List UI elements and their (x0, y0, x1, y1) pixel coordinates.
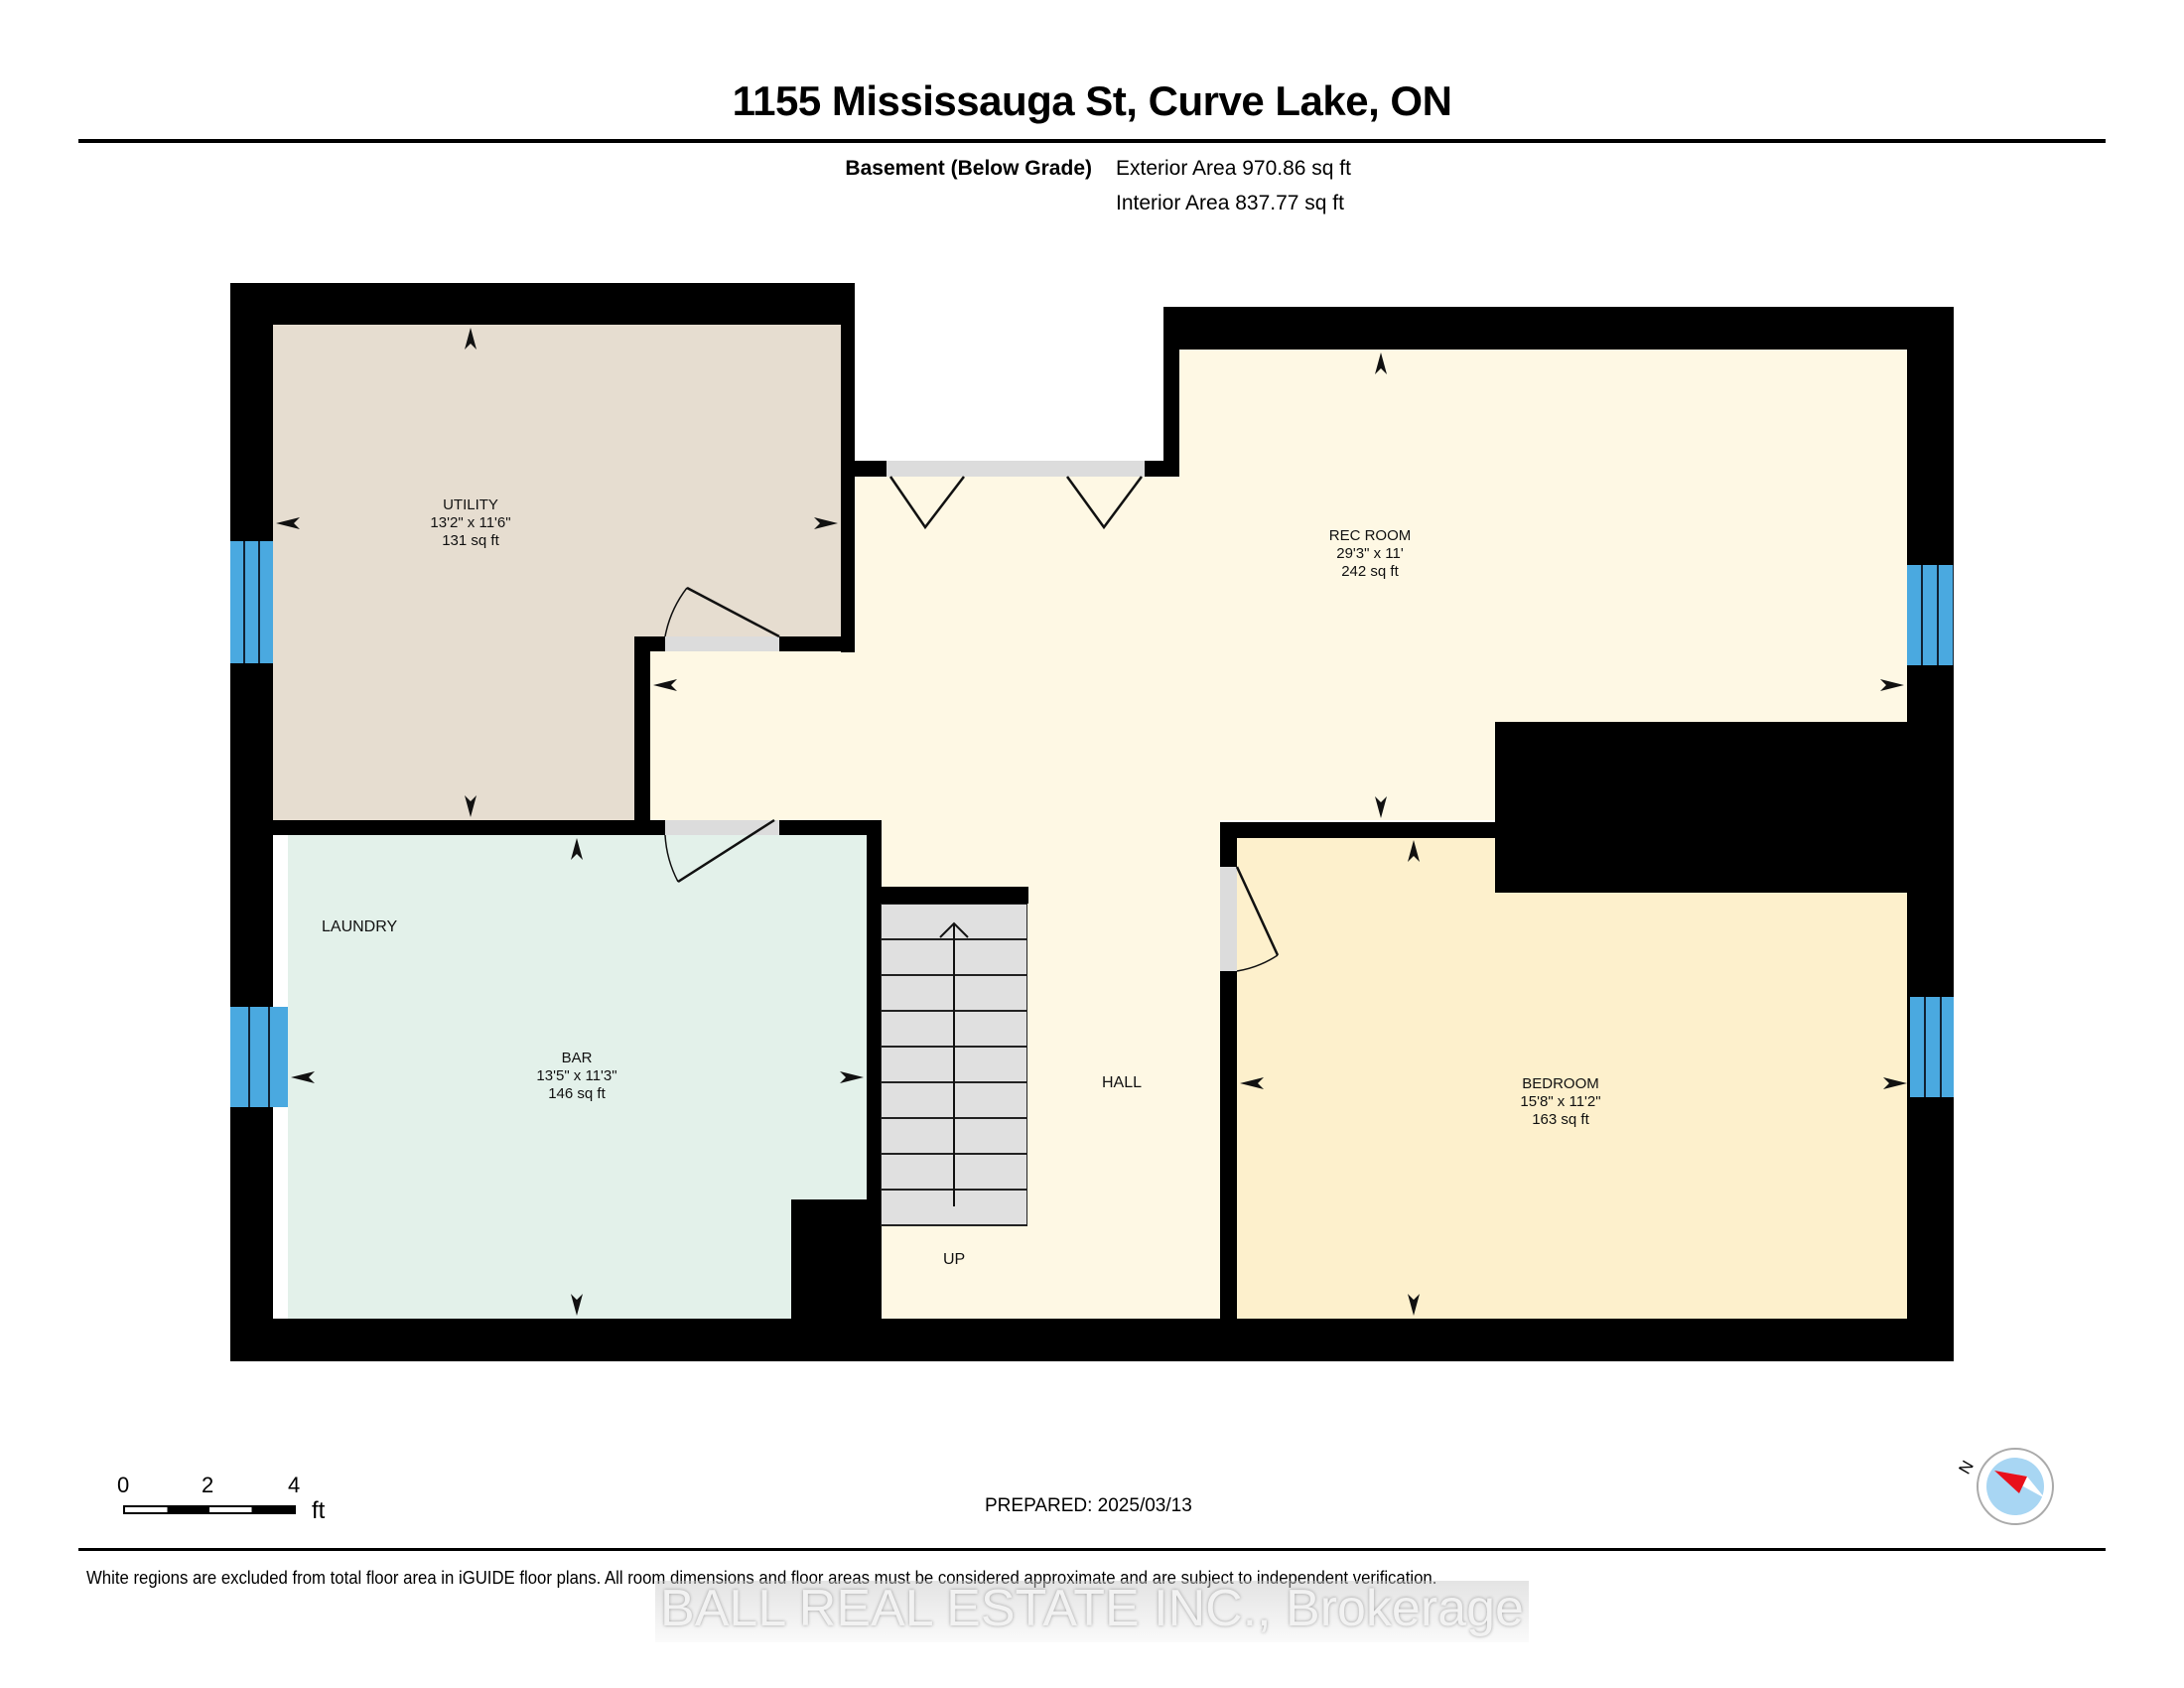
room-name: REC ROOM (1328, 527, 1412, 544)
room-area: 163 sq ft (1532, 1111, 1589, 1128)
wall (230, 1319, 1954, 1361)
wall (230, 283, 855, 325)
room-label-bedroom: BEDROOM 15'8" x 11'2" 163 sq ft (1461, 1075, 1660, 1129)
room-label-laundry: LAUNDRY (322, 918, 398, 935)
door-opening[interactable] (1220, 867, 1237, 971)
wall (230, 820, 665, 835)
wall (791, 1199, 881, 1319)
room-dims: 13'2" x 11'6" (430, 514, 511, 531)
window (1910, 997, 1954, 1097)
wall (855, 461, 887, 477)
wall (1907, 307, 1954, 1361)
wall (634, 636, 650, 835)
room-name: BAR (561, 1050, 593, 1066)
scale-tick-0: 0 (117, 1473, 130, 1497)
room-name: UTILITY (443, 496, 498, 513)
room-bar[interactable] (288, 835, 867, 1319)
wall (1220, 971, 1237, 1319)
door-opening[interactable] (665, 636, 779, 651)
wall (867, 820, 882, 1319)
rec-room-fill (650, 651, 1496, 820)
wall (779, 636, 855, 651)
window (230, 1007, 288, 1107)
room-label-bar: BAR 13'5" x 11'3" 146 sq ft (478, 1050, 676, 1103)
room-label-utility: UTILITY 13'2" x 11'6" 131 sq ft (371, 496, 570, 550)
watermark-bg (655, 1581, 1529, 1642)
room-area: 131 sq ft (442, 532, 499, 549)
room-label-hall: HALL (1102, 1074, 1143, 1091)
room-area: 146 sq ft (548, 1085, 606, 1102)
wall (779, 820, 882, 835)
window (1907, 565, 1954, 665)
arrow-up-icon (939, 921, 969, 1206)
room-area: 242 sq ft (1341, 563, 1399, 580)
room-dims: 29'3" x 11' (1336, 545, 1404, 562)
floor-label: Basement (Below Grade) (845, 157, 1092, 180)
scale-tick-2: 2 (202, 1473, 214, 1497)
wall (1220, 822, 1496, 838)
window (230, 541, 273, 663)
wall (1220, 822, 1237, 867)
stairs-up-label: UP (943, 1251, 966, 1268)
door-opening[interactable] (665, 820, 779, 835)
wall (1163, 307, 1179, 477)
scale-bar (123, 1505, 296, 1514)
interior-area: Interior Area 837.77 sq ft (1116, 192, 1344, 214)
exterior-area: Exterior Area 970.86 sq ft (1116, 157, 1351, 180)
room-label-rec-room: REC ROOM 29'3" x 11' 242 sq ft (1271, 527, 1469, 581)
room-name: BEDROOM (1522, 1075, 1599, 1092)
wall (880, 887, 1028, 904)
compass-icon (1977, 1448, 2054, 1525)
room-dims: 13'5" x 11'3" (536, 1067, 617, 1084)
structural-block (1495, 722, 1907, 893)
prepared-date: PREPARED: 2025/03/13 (985, 1495, 1192, 1516)
watermark: BALL REAL ESTATE INC., Brokerage (660, 1580, 1524, 1637)
scale-unit: ft (312, 1497, 326, 1524)
footer-divider (78, 1548, 2106, 1551)
room-bedroom[interactable] (1237, 837, 1910, 1319)
scale-tick-4: 4 (288, 1473, 301, 1497)
header-divider (78, 139, 2106, 143)
room-dims: 15'8" x 11'2" (1520, 1093, 1601, 1110)
wall (841, 283, 855, 652)
page-title: 1155 Mississauga St, Curve Lake, ON (732, 77, 1452, 124)
wall (1163, 307, 1954, 350)
bifold-door-opening[interactable] (887, 461, 1145, 477)
